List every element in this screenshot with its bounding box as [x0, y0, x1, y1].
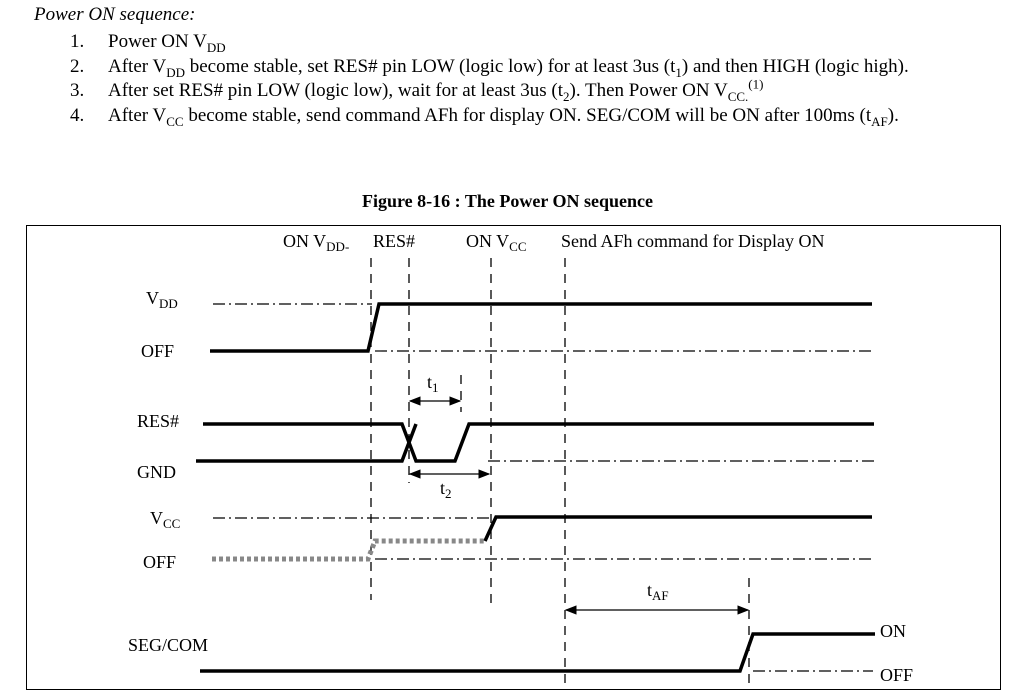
step-subscript: 1	[675, 64, 682, 80]
step-subscript: DD	[166, 64, 185, 80]
step-text: Power ON V	[108, 31, 207, 52]
step-subscript: 2	[563, 88, 570, 104]
label-send-afh: Send AFh command for Display ON	[561, 231, 824, 251]
signal-label-gnd: GND	[137, 462, 176, 482]
signal-label-segcom: SEG/COM	[128, 635, 208, 655]
signal-label-off: OFF	[141, 341, 174, 361]
section-heading: Power ON sequence:	[34, 4, 196, 25]
step-number: 3.	[70, 80, 85, 101]
step-text: ) and then HIGH (logic high).	[681, 55, 909, 77]
step-text: After V	[108, 55, 167, 77]
reference-lines	[213, 303, 876, 672]
step-subscript: AF	[871, 113, 888, 129]
signal-label-res: RES#	[137, 411, 179, 431]
step-item: 1. Power ON VDD	[60, 30, 980, 55]
step-text: become stable, set RES# pin LOW (logic l…	[185, 55, 676, 77]
step-item: 4. After VCC become stable, send command …	[60, 104, 980, 129]
figure-title: Figure 8-16 : The Power ON sequence	[362, 191, 653, 211]
step-text: ). Then Power ON V	[569, 80, 728, 101]
taf-label: tAF	[647, 580, 669, 603]
step-item: 2. After VDD become stable, set RES# pin …	[60, 55, 980, 80]
figure-frame	[26, 225, 1001, 690]
vcc-ramp-dotted	[212, 538, 485, 562]
signal-label-vdd: VDD	[146, 288, 178, 311]
step-subscript: DD	[206, 39, 226, 55]
t2-label: t2	[440, 478, 452, 501]
segcom-waveform	[200, 632, 875, 673]
step-number: 1.	[70, 31, 85, 52]
step-text: become stable, send command AFh for disp…	[183, 104, 872, 126]
t1-label: t1	[427, 372, 439, 395]
step-number: 4.	[70, 104, 85, 126]
step-text: ).	[887, 104, 899, 126]
label-res-event: RES#	[373, 231, 415, 251]
res-waveform-high-low	[203, 422, 874, 463]
step-item: 3. After set RES# pin LOW (logic low), wa…	[60, 76, 980, 104]
label-on-vdd: ON VDD-	[283, 231, 349, 254]
res-waveform-gnd	[196, 423, 418, 463]
signal-label-vcc: VCC	[150, 508, 180, 531]
step-text: After V	[108, 104, 167, 126]
signal-label-off: OFF	[880, 665, 913, 685]
label-on-vcc: ON VCC	[466, 231, 527, 254]
step-subscript: CC	[166, 113, 184, 129]
step-number: 2.	[70, 55, 85, 77]
event-markers	[370, 258, 750, 690]
footnote-mark: (1)	[748, 76, 764, 92]
step-subscript: CC.	[727, 88, 749, 104]
power-on-steps: 1.Power ON VDD 2.After VDD become stable…	[60, 30, 980, 128]
signal-label-on: ON	[880, 621, 906, 641]
vcc-waveform	[483, 515, 872, 542]
vdd-waveform	[210, 302, 872, 353]
step-text: After set RES# pin LOW (logic low), wait…	[108, 80, 564, 101]
signal-label-off: OFF	[143, 552, 176, 572]
